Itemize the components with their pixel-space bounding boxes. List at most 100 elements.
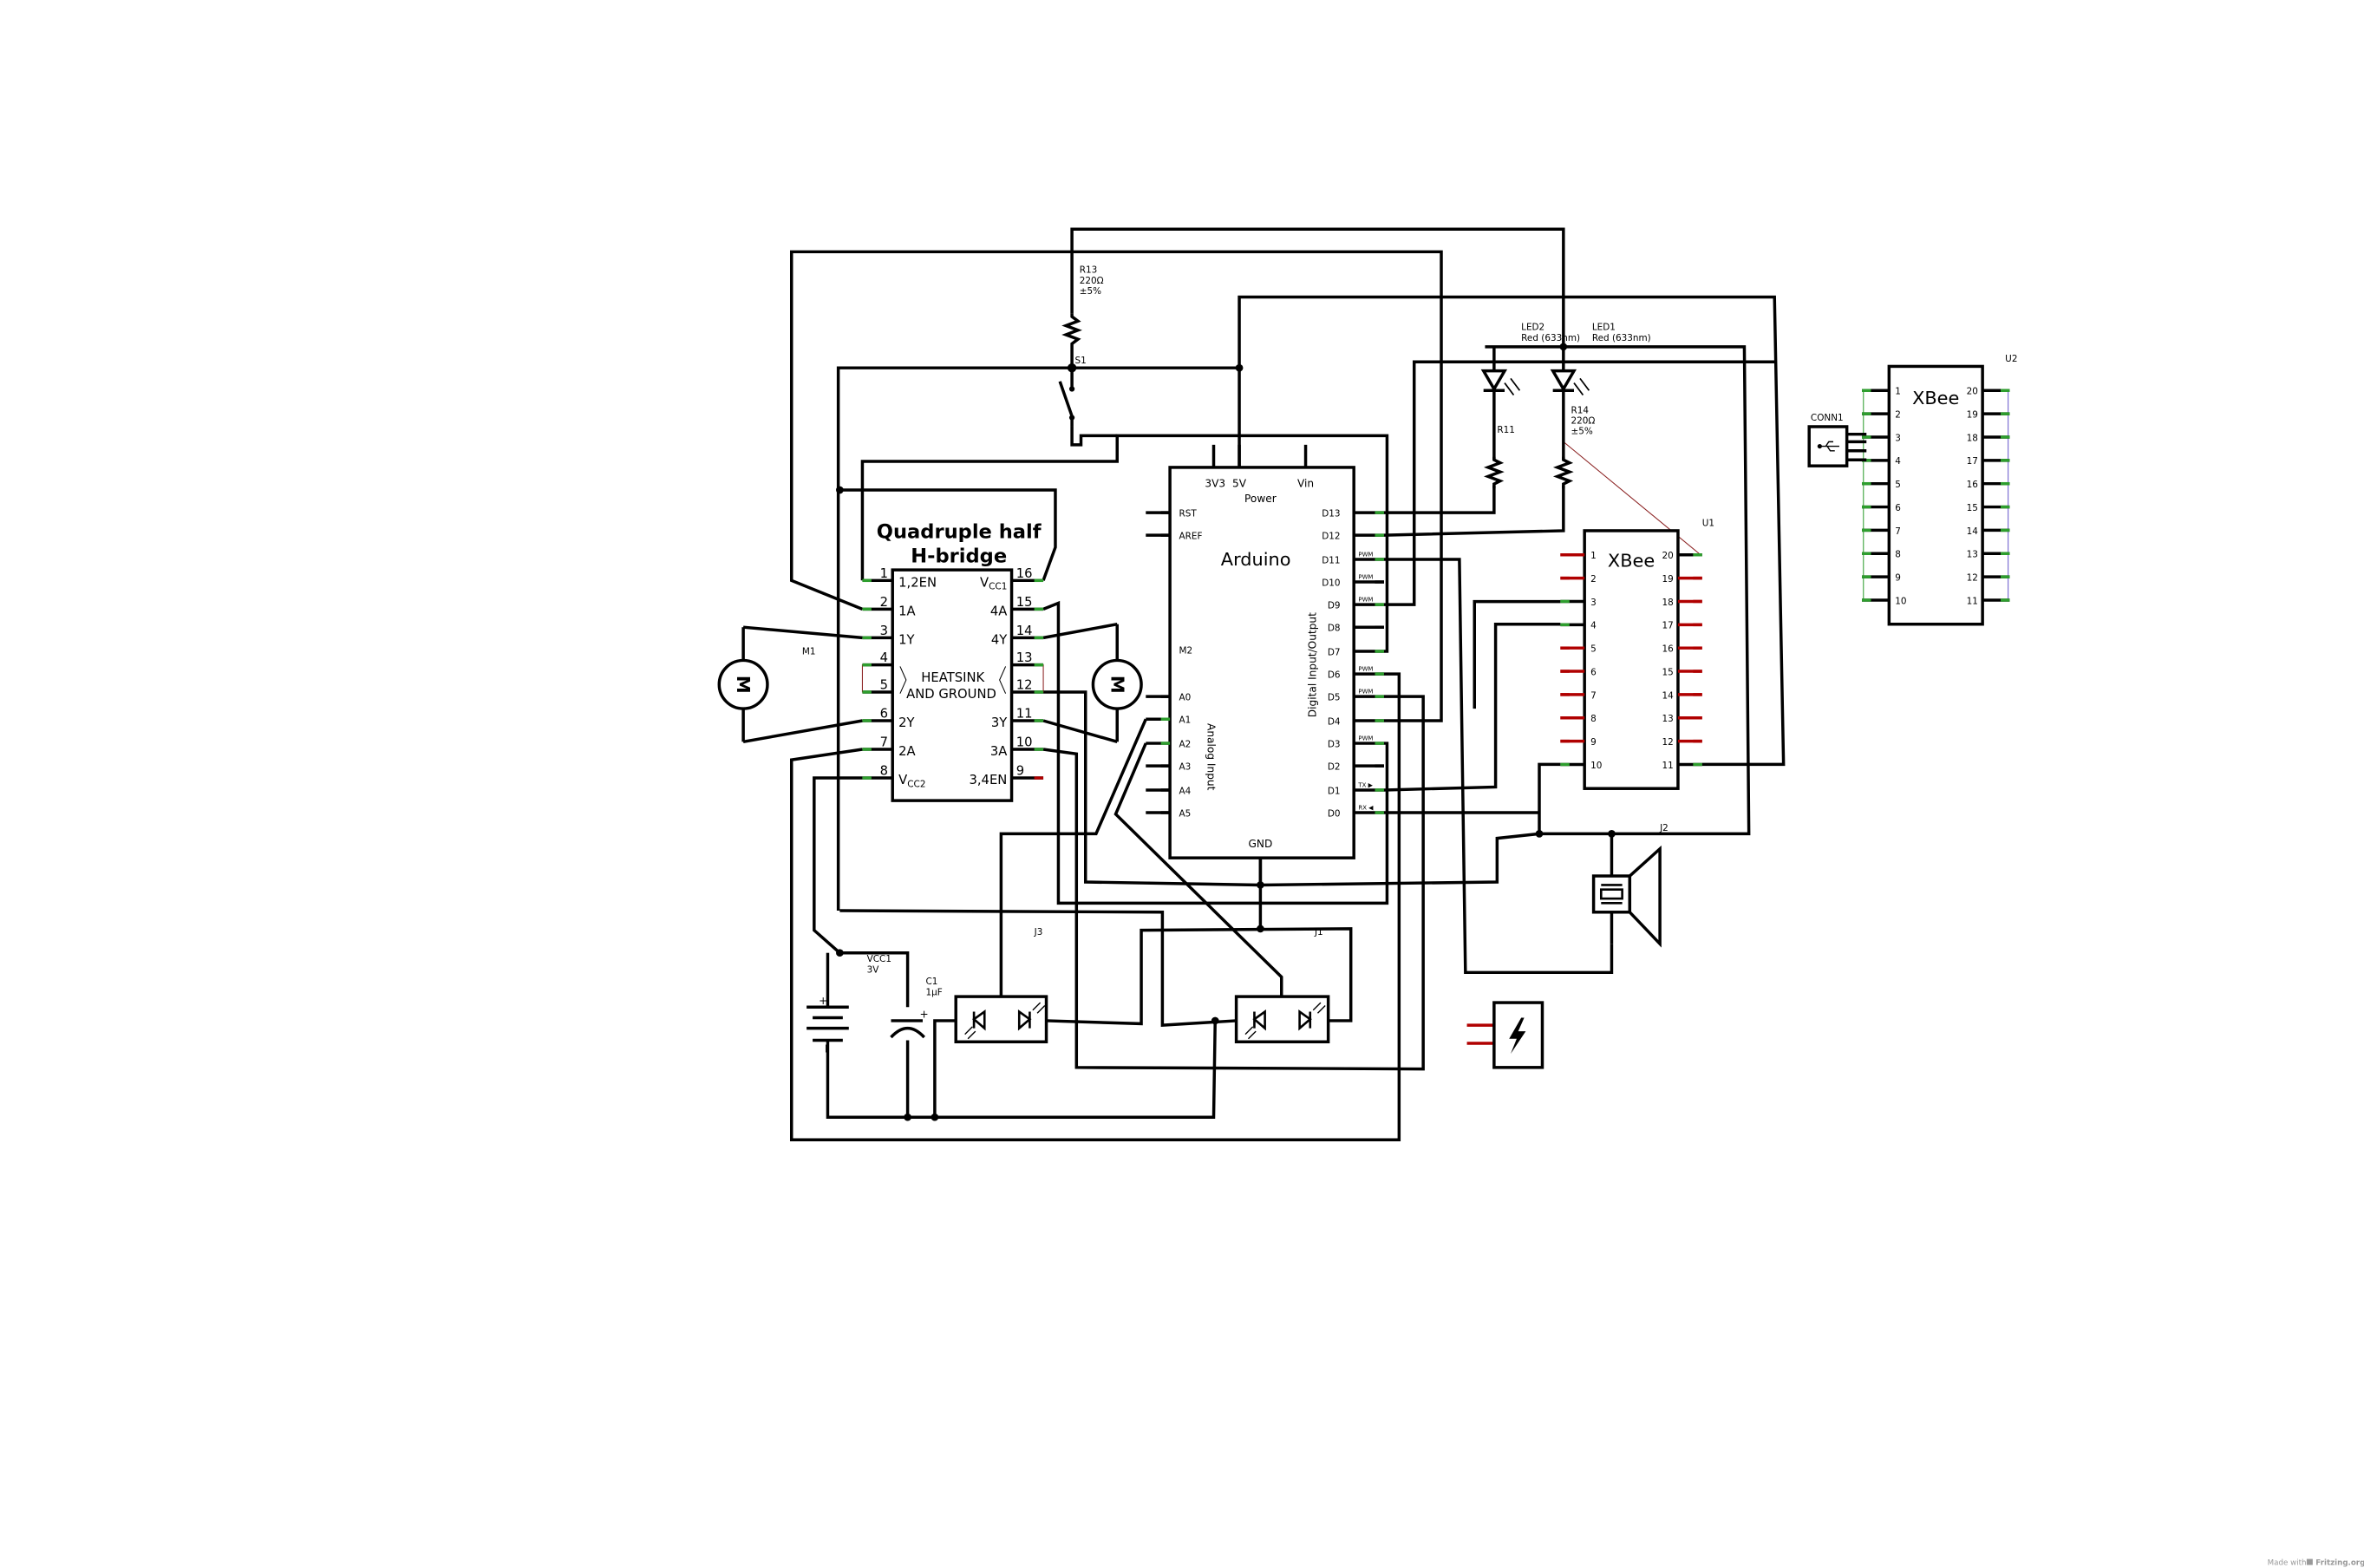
xbee-pin-number: 19 — [1967, 409, 1978, 420]
wire[interactable] — [1042, 600, 1389, 905]
switch-s1[interactable]: S1 — [1058, 356, 1087, 427]
wire[interactable] — [1383, 485, 1565, 537]
led-light-arrows-icon — [1504, 377, 1521, 395]
speaker-j2[interactable]: J2 — [1591, 823, 1669, 948]
junction-dot — [1211, 1016, 1219, 1025]
xbee-u2-body — [1887, 364, 1984, 626]
pin-number: 4 — [880, 650, 888, 665]
led-icon — [1550, 369, 1577, 392]
resistor-r14[interactable]: R14 220Ω ±5% — [1552, 405, 1596, 489]
r13-tolerance: ±5% — [1080, 286, 1101, 297]
xbee-pin-number: 11 — [1662, 761, 1673, 771]
xbee-pin-number: 10 — [1590, 761, 1602, 771]
wire[interactable] — [742, 719, 863, 744]
wire[interactable] — [839, 488, 1057, 581]
h-bridge-chip[interactable]: Quadruple half H-bridge HEATSINK AND GRO… — [0, 0, 1044, 802]
pin-label: 2A — [898, 744, 916, 759]
wire[interactable] — [1070, 426, 1118, 447]
wire[interactable] — [1383, 558, 1614, 975]
wire[interactable] — [813, 776, 910, 1008]
wire[interactable] — [836, 366, 1240, 911]
arduino-pin-label: D4 — [1328, 716, 1341, 727]
wire[interactable] — [1042, 695, 1425, 1071]
wire[interactable] — [1113, 742, 1283, 997]
xbee-pin-number: 1 — [1895, 387, 1901, 397]
battery-vcc1[interactable]: + I VCC1 3V — [807, 954, 891, 1055]
motor-m2[interactable]: M — [1091, 624, 1143, 742]
xbee-pin-number: 2 — [1895, 409, 1901, 420]
wire[interactable] — [790, 672, 1401, 1142]
led2[interactable]: LED2 Red (633nm) — [1480, 323, 1580, 461]
pin-label: 3A — [990, 744, 1008, 759]
wire[interactable] — [826, 1020, 1217, 1119]
usb-ref: CONN1 — [1811, 413, 1844, 423]
wire[interactable] — [1473, 599, 1561, 709]
junction-dot — [931, 1113, 939, 1121]
xbee-pin-number: 8 — [1895, 550, 1901, 560]
pin-label-subscript: CC2 — [907, 779, 925, 789]
r11-ref: R11 — [1497, 425, 1515, 435]
speaker-cone-icon — [1628, 845, 1662, 948]
lightning-bolt-icon — [1509, 1017, 1526, 1055]
fritzing-credit[interactable]: Made with Fritzing.org — [2268, 1559, 2364, 1568]
wire[interactable] — [999, 718, 1147, 997]
wire[interactable] — [742, 625, 863, 640]
xbee-pin-number: 16 — [1662, 644, 1673, 655]
optocoupler-j3[interactable]: J3 — [954, 927, 1048, 1044]
wire[interactable] — [1485, 345, 1751, 836]
battery-plus: + — [819, 995, 827, 1007]
wire[interactable] — [790, 250, 1443, 722]
j3-ref: J3 — [1034, 927, 1043, 938]
arduino-pin-label: D2 — [1328, 761, 1341, 772]
capacitor-c1[interactable]: + C1 1µF — [890, 977, 943, 1039]
piezo-crystal-icon — [1599, 888, 1623, 900]
wire[interactable] — [1042, 623, 1118, 640]
footer-brand[interactable]: Fritzing.org — [2315, 1559, 2364, 1568]
arduino-pin-label: D13 — [1322, 508, 1340, 519]
speaker-ref: J2 — [1659, 823, 1669, 833]
xbee-pin-number: 8 — [1590, 714, 1597, 724]
wire[interactable] — [839, 909, 1237, 1028]
wire[interactable] — [1046, 927, 1353, 1026]
xbee-pin-number: 9 — [1895, 572, 1901, 583]
wire[interactable] — [1383, 360, 1775, 606]
pin-label: 3,4EN — [969, 773, 1007, 787]
wire[interactable] — [1042, 719, 1118, 743]
arduino-pin-label: A4 — [1179, 786, 1192, 796]
pin-label: VCC2 — [898, 773, 925, 789]
arduino-pin-label: D9 — [1328, 600, 1341, 611]
wire[interactable] — [1538, 762, 1561, 834]
xbee-pin-number: 5 — [1590, 644, 1597, 655]
wire[interactable] — [933, 1019, 957, 1118]
optocoupler-body — [954, 995, 1048, 1044]
xbee-pin-number: 11 — [1967, 596, 1978, 606]
xbee-pin-number: 14 — [1662, 690, 1674, 701]
arduino-pin-label: D8 — [1328, 624, 1341, 634]
wire[interactable] — [1238, 295, 1786, 767]
light-arrows-icon — [964, 1002, 1046, 1040]
xbee-pin-number: 7 — [1895, 526, 1901, 537]
resistor-icon — [1061, 313, 1082, 369]
xbee-pin-number: 4 — [1895, 456, 1901, 467]
optocoupler-j1[interactable]: J1 — [1234, 927, 1330, 1044]
wire[interactable] — [1383, 485, 1496, 514]
motor-m1[interactable]: M M1 — [717, 627, 816, 742]
led1[interactable]: LED1 Red (633nm) — [1550, 323, 1651, 461]
resistor-r13[interactable]: R13 220Ω ±5% — [1061, 265, 1104, 369]
arduino-board[interactable]: 3V3 5V Vin Power Arduino Digital Input/O… — [1146, 444, 1384, 885]
wire[interactable] — [1070, 227, 1565, 347]
arduino-pin-label: A5 — [1179, 808, 1192, 819]
arduino-pin-label: D1 — [1328, 786, 1341, 796]
junction-dot — [1608, 830, 1616, 838]
s1-ref: S1 — [1075, 356, 1087, 366]
resistor-r11[interactable]: R11 — [1483, 425, 1515, 489]
pin-label-text: 1Y — [898, 632, 915, 647]
arduino-pin-label: M2 — [1179, 646, 1193, 657]
arduino-pin-label: D5 — [1328, 693, 1341, 703]
power-plug[interactable] — [1466, 1001, 1544, 1069]
usb-connector[interactable]: CONN1 — [1807, 413, 1867, 467]
wire[interactable] — [1383, 622, 1561, 792]
